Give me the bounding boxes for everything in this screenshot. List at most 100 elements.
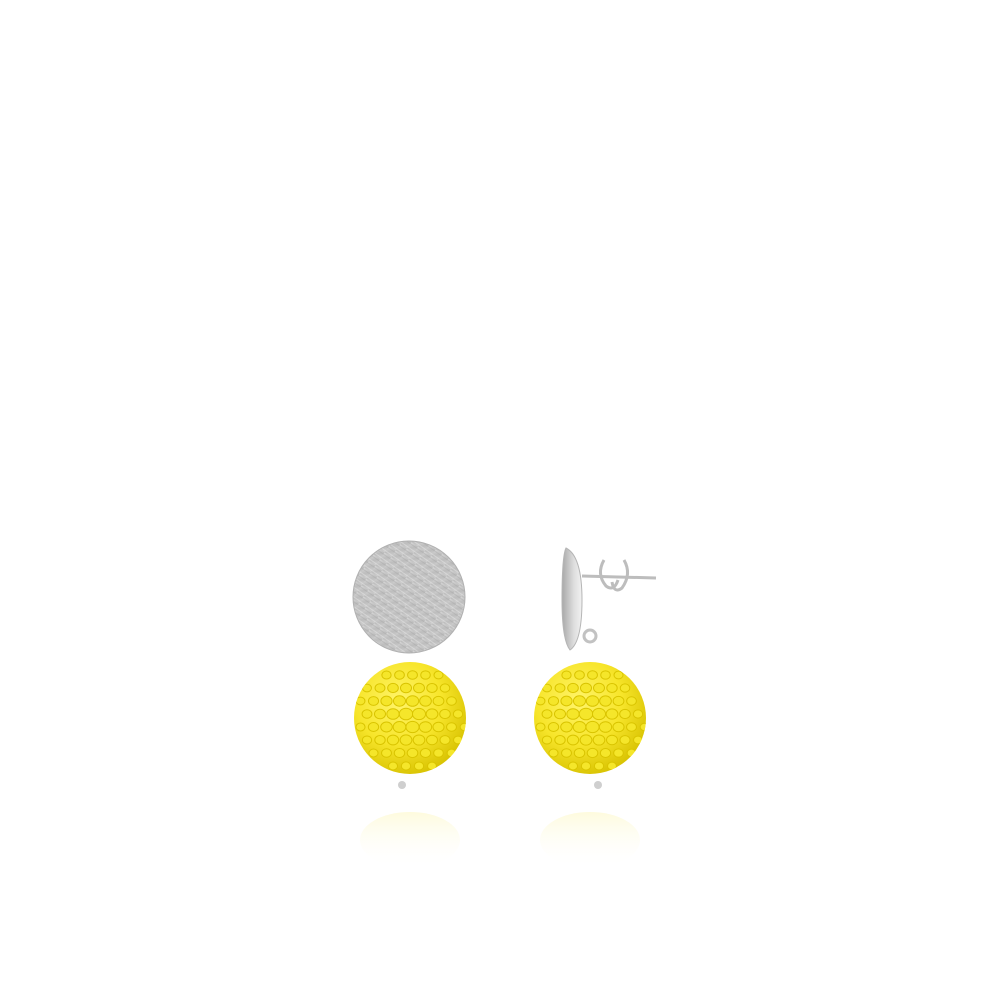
bead: [561, 748, 572, 758]
bead: [413, 682, 425, 694]
bead: [613, 670, 624, 680]
bead: [585, 695, 600, 707]
bead: [567, 761, 579, 771]
right-disc-side: [561, 547, 583, 651]
bead: [553, 708, 567, 720]
bead: [554, 683, 566, 693]
bead: [599, 695, 612, 707]
right-bead-texture: [535, 670, 646, 771]
bead: [407, 670, 418, 680]
bead: [419, 748, 432, 758]
bead: [418, 721, 433, 733]
bead: [605, 708, 619, 720]
bead: [446, 722, 457, 732]
bead: [387, 761, 399, 771]
bead: [626, 722, 637, 732]
bead: [399, 682, 413, 694]
bead: [591, 707, 607, 721]
bead: [579, 734, 593, 746]
bead: [386, 734, 400, 746]
bead: [572, 721, 587, 733]
bead: [412, 734, 426, 746]
bead: [452, 709, 464, 719]
bead: [567, 682, 579, 694]
bead: [573, 747, 586, 759]
bead: [446, 748, 457, 758]
bead: [392, 721, 407, 733]
bead: [598, 721, 613, 733]
bead: [381, 748, 392, 758]
bead: [560, 695, 573, 707]
bead: [566, 734, 580, 746]
bead: [599, 748, 612, 758]
bead: [400, 761, 412, 771]
bead: [547, 696, 560, 706]
bead: [572, 695, 587, 707]
bead: [380, 721, 393, 733]
right-jump-ring: [582, 628, 598, 644]
bead: [367, 696, 380, 706]
bead: [606, 734, 618, 746]
bead: [547, 722, 560, 732]
bead: [374, 734, 386, 746]
bead: [419, 695, 432, 707]
bead: [426, 682, 438, 694]
bead: [566, 708, 580, 720]
bead: [439, 735, 451, 745]
earring-back-butterfly: [581, 559, 657, 592]
bead: [446, 696, 457, 706]
bead: [433, 748, 444, 758]
bead: [626, 696, 637, 706]
bead: [399, 734, 413, 746]
bead: [432, 721, 445, 733]
bead: [459, 722, 466, 732]
bead: [453, 735, 463, 745]
bead: [578, 707, 594, 721]
left-earring: [352, 540, 466, 789]
bead: [406, 747, 419, 759]
bead: [432, 695, 445, 707]
bead: [561, 670, 572, 680]
bead: [381, 670, 392, 680]
bead: [626, 748, 637, 758]
bead: [405, 720, 420, 734]
bead: [619, 708, 631, 720]
bead: [535, 696, 546, 706]
bead: [411, 707, 427, 721]
bead: [374, 683, 386, 693]
left-bead-texture: [355, 670, 466, 771]
bead: [355, 696, 366, 706]
bead: [541, 735, 553, 745]
bead: [592, 734, 606, 746]
bead: [619, 735, 631, 745]
bead: [405, 695, 420, 707]
bead: [542, 683, 552, 693]
bead: [554, 734, 566, 746]
bead: [560, 721, 573, 733]
bead: [439, 708, 451, 720]
right-earring: [534, 547, 657, 789]
bead: [425, 708, 439, 720]
bead: [426, 734, 438, 746]
bead: [632, 709, 644, 719]
bead: [392, 695, 407, 707]
bead: [580, 761, 592, 771]
bead: [541, 709, 553, 719]
bead: [548, 748, 559, 758]
bead: [633, 735, 643, 745]
bead: [393, 747, 406, 759]
bead: [619, 683, 631, 693]
bead: [439, 683, 451, 693]
bead: [535, 722, 546, 732]
bead: [413, 761, 425, 771]
bead: [394, 670, 405, 680]
bead: [613, 748, 624, 758]
bead: [612, 721, 625, 733]
floor-reflection: [360, 812, 640, 868]
left-pin-end: [398, 781, 406, 789]
bead: [574, 670, 585, 680]
bead: [387, 682, 399, 694]
bead: [586, 747, 599, 759]
bead: [639, 722, 646, 732]
right-pin-end: [594, 781, 602, 789]
